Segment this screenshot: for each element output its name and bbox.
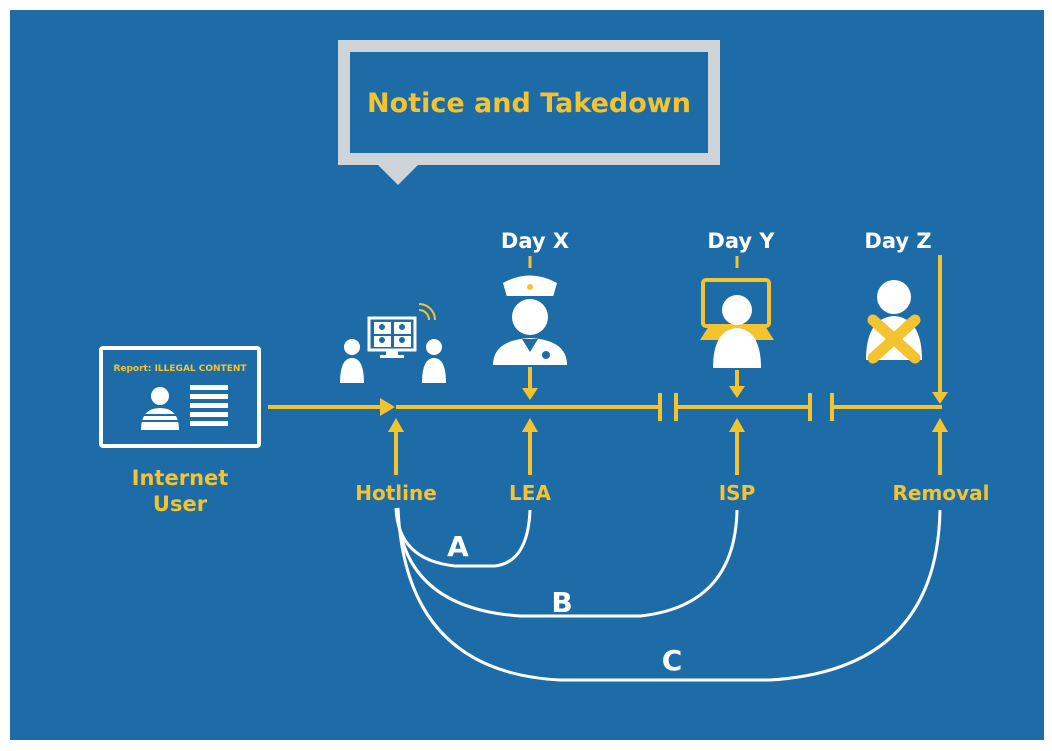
internet-user-label-line1: Internet [132, 466, 229, 490]
day-y-label: Day Y [707, 229, 775, 253]
document-lines-icon [190, 385, 228, 426]
timeline [396, 393, 942, 421]
path-c-label: C [662, 644, 683, 677]
path-c-curve [396, 507, 942, 682]
lea-label: LEA [509, 481, 551, 505]
day-x-label: Day X [501, 229, 569, 253]
user-body-icon [141, 408, 179, 430]
report-card-icon: Report: ILLEGAL CONTENT [99, 346, 261, 448]
title-box: Notice and Takedown [338, 40, 720, 185]
hotline-label: Hotline [355, 481, 437, 505]
page-title: Notice and Takedown [367, 88, 691, 119]
removed-user-icon [866, 280, 922, 364]
removal-label: Removal [893, 481, 990, 505]
upward-arrows [394, 428, 942, 475]
hotline-icon [340, 303, 446, 383]
path-b-curve [395, 507, 739, 618]
day-z-label: Day Z [864, 229, 931, 253]
isp-operator-icon [700, 278, 774, 368]
police-officer-icon [493, 275, 567, 365]
report-card-header: Report: ILLEGAL CONTENT [113, 364, 247, 374]
internet-user-label-line2: User [153, 492, 208, 516]
path-a-label: A [447, 530, 469, 563]
response-curves [394, 507, 942, 682]
isp-label: ISP [719, 481, 756, 505]
path-b-label: B [551, 586, 572, 619]
user-head-icon [151, 387, 169, 405]
